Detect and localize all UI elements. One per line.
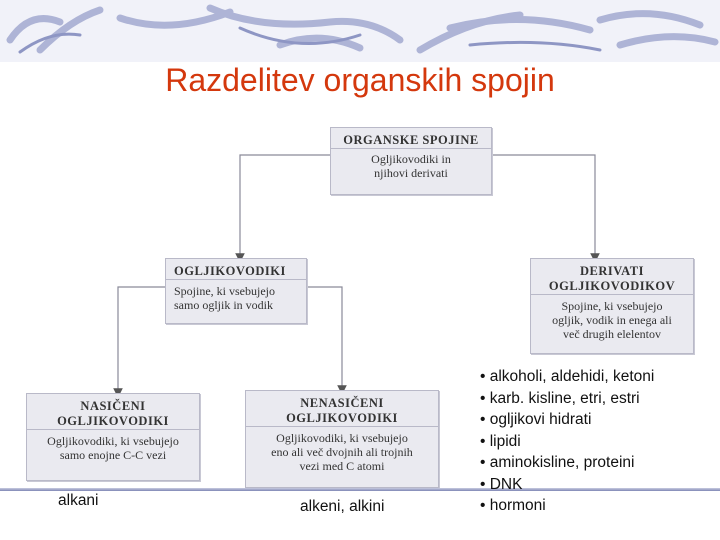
list-item: hormoni — [480, 495, 654, 517]
list-item: DNK — [480, 474, 654, 496]
node-unsaturated-hydrocarbons: NENASIČENI OGLJIKOVODIKI Ogljikovodiki, … — [245, 390, 439, 488]
list-item: karb. kisline, etri, estri — [480, 388, 654, 410]
list-item: aminokisline, proteini — [480, 452, 654, 474]
node-heading: ORGANSKE SPOJINE — [331, 128, 491, 149]
label-alkanes: alkani — [58, 492, 99, 510]
node-heading: NASIČENI OGLJIKOVODIKI — [27, 394, 199, 430]
node-organic-compounds: ORGANSKE SPOJINE Ogljikovodiki in njihov… — [330, 127, 492, 195]
node-description: Spojine, ki vsebujejo samo ogljik in vod… — [166, 280, 306, 316]
node-hydrocarbons: OGLJIKOVODIKI Spojine, ki vsebujejo samo… — [165, 258, 307, 324]
derivative-examples-list: alkoholi, aldehidi, ketoni karb. kisline… — [480, 366, 654, 517]
node-heading: OGLJIKOVODIKI — [166, 259, 306, 280]
node-saturated-hydrocarbons: NASIČENI OGLJIKOVODIKI Ogljikovodiki, ki… — [26, 393, 200, 481]
node-description: Spojine, ki vsebujejo ogljik, vodik in e… — [531, 295, 693, 345]
list-item: ogljikovi hidrati — [480, 409, 654, 431]
node-heading: DERIVATI OGLJIKOVODIKOV — [531, 259, 693, 295]
node-hydrocarbon-derivatives: DERIVATI OGLJIKOVODIKOV Spojine, ki vseb… — [530, 258, 694, 354]
label-alkenes-alkynes: alkeni, alkini — [300, 498, 384, 516]
node-description: Ogljikovodiki, ki vsebujejo eno ali več … — [246, 427, 438, 477]
node-heading: NENASIČENI OGLJIKOVODIKI — [246, 391, 438, 427]
node-description: Ogljikovodiki, ki vsebujejo samo enojne … — [27, 430, 199, 466]
node-description: Ogljikovodiki in njihovi derivati — [331, 149, 491, 184]
list-item: alkoholi, aldehidi, ketoni — [480, 366, 654, 388]
list-item: lipidi — [480, 431, 654, 453]
